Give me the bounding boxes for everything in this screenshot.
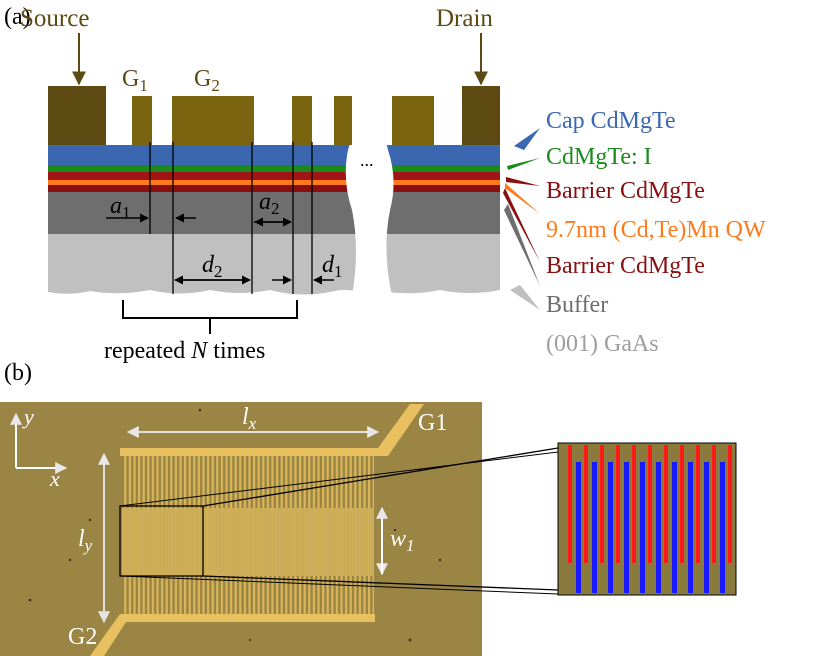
inset-finger-g1 [664, 445, 668, 563]
w1-label: w1 [390, 526, 415, 555]
inset-finger-g1 [568, 445, 572, 563]
layer-doped [48, 165, 360, 172]
zoom-box [119, 505, 204, 577]
layer-label-cap: Cap CdMgTe [546, 108, 676, 134]
layer-label-barrier-top: Barrier CdMgTe [546, 178, 705, 204]
inset-finger-g1 [680, 445, 684, 563]
inset-finger-g2 [576, 462, 581, 593]
gate-g2-finger [172, 96, 254, 145]
a2-label: a2 [259, 189, 280, 218]
gate-g2-label: G2 [194, 66, 220, 95]
drain-label: Drain [436, 5, 493, 32]
layer-buffer-right [382, 192, 500, 234]
layer-pointers [503, 128, 540, 310]
layer-gaas-right [382, 234, 500, 294]
zoom-line-bottom [202, 575, 559, 591]
layer-label-qw: 9.7nm (Cd,Te)Mn QW [546, 217, 766, 243]
inset-finger-g2 [672, 462, 677, 593]
source-label: Source [20, 5, 89, 32]
inset-finger-g1 [584, 445, 588, 563]
inset-finger-g1 [712, 445, 716, 563]
layer-barrier-top-right [382, 172, 500, 180]
inset-finger-g2 [624, 462, 629, 593]
layer-label-gaas: (001) GaAs [546, 331, 659, 357]
layer-barrier-top [48, 172, 360, 180]
gate-g2-finger-2 [334, 96, 352, 145]
g2-busbar [90, 614, 375, 656]
repeat-bracket [122, 300, 298, 319]
y-axis-label: y [22, 404, 34, 429]
inset-finger-g1 [728, 445, 732, 563]
g1-label: G1 [418, 410, 447, 436]
inset-finger-g2 [720, 462, 725, 593]
source-contact [48, 86, 106, 145]
layer-barrier-bottom [48, 185, 360, 192]
zoom-line-top-2 [119, 451, 559, 507]
gate-g1-finger [132, 96, 152, 145]
inset-finger-g2 [704, 462, 709, 593]
finger-overlap-pattern [122, 508, 374, 576]
gate-g2-finger-3 [392, 96, 434, 145]
a1-label: a1 [110, 193, 131, 222]
gate-g1-finger-2 [292, 96, 312, 145]
layer-cap [48, 145, 360, 165]
layer-label-buffer: Buffer [546, 292, 608, 318]
layer-qw [48, 180, 360, 185]
d1-label: d1 [322, 252, 343, 281]
layer-barrier-bottom-right [382, 185, 500, 192]
inset-finger-g2 [608, 462, 613, 593]
inset-finger-g1 [696, 445, 700, 563]
layer-label-doped: CdMgTe: I [546, 144, 652, 170]
layer-label-barrier-bottom: Barrier CdMgTe [546, 253, 705, 279]
drain-contact [462, 86, 500, 145]
inset-finger-g2 [656, 462, 661, 593]
layer-qw-right [382, 180, 500, 185]
zoom-line-bottom-2 [119, 575, 559, 595]
g2-label: G2 [68, 624, 97, 650]
repeat-label: repeated N times [104, 338, 265, 364]
inset-finger-g1 [600, 445, 604, 563]
panel-b-label: (b) [4, 360, 32, 386]
inset-fingers [568, 445, 732, 593]
dimension-lines [149, 142, 313, 294]
zoom-line-top [202, 447, 559, 507]
inset-finger-g1 [648, 445, 652, 563]
layer-cap-right [382, 145, 500, 165]
inset-finger-g2 [640, 462, 645, 593]
d2-label: d2 [202, 252, 223, 281]
ellipsis: ... [360, 150, 374, 170]
break-gap [345, 90, 394, 296]
ly-label: ly [78, 526, 93, 555]
inset-finger-g1 [632, 445, 636, 563]
inset-finger-g2 [592, 462, 597, 593]
gate-g1-label: G1 [122, 66, 148, 95]
lx-label: lx [242, 404, 257, 433]
inset-finger-g1 [616, 445, 620, 563]
layer-doped-right [382, 165, 500, 172]
x-axis-label: x [49, 466, 60, 491]
layer-buffer [48, 192, 360, 234]
inset-finger-g2 [688, 462, 693, 593]
panel-a-label: (a) [4, 4, 31, 30]
g1-busbar [120, 404, 424, 456]
